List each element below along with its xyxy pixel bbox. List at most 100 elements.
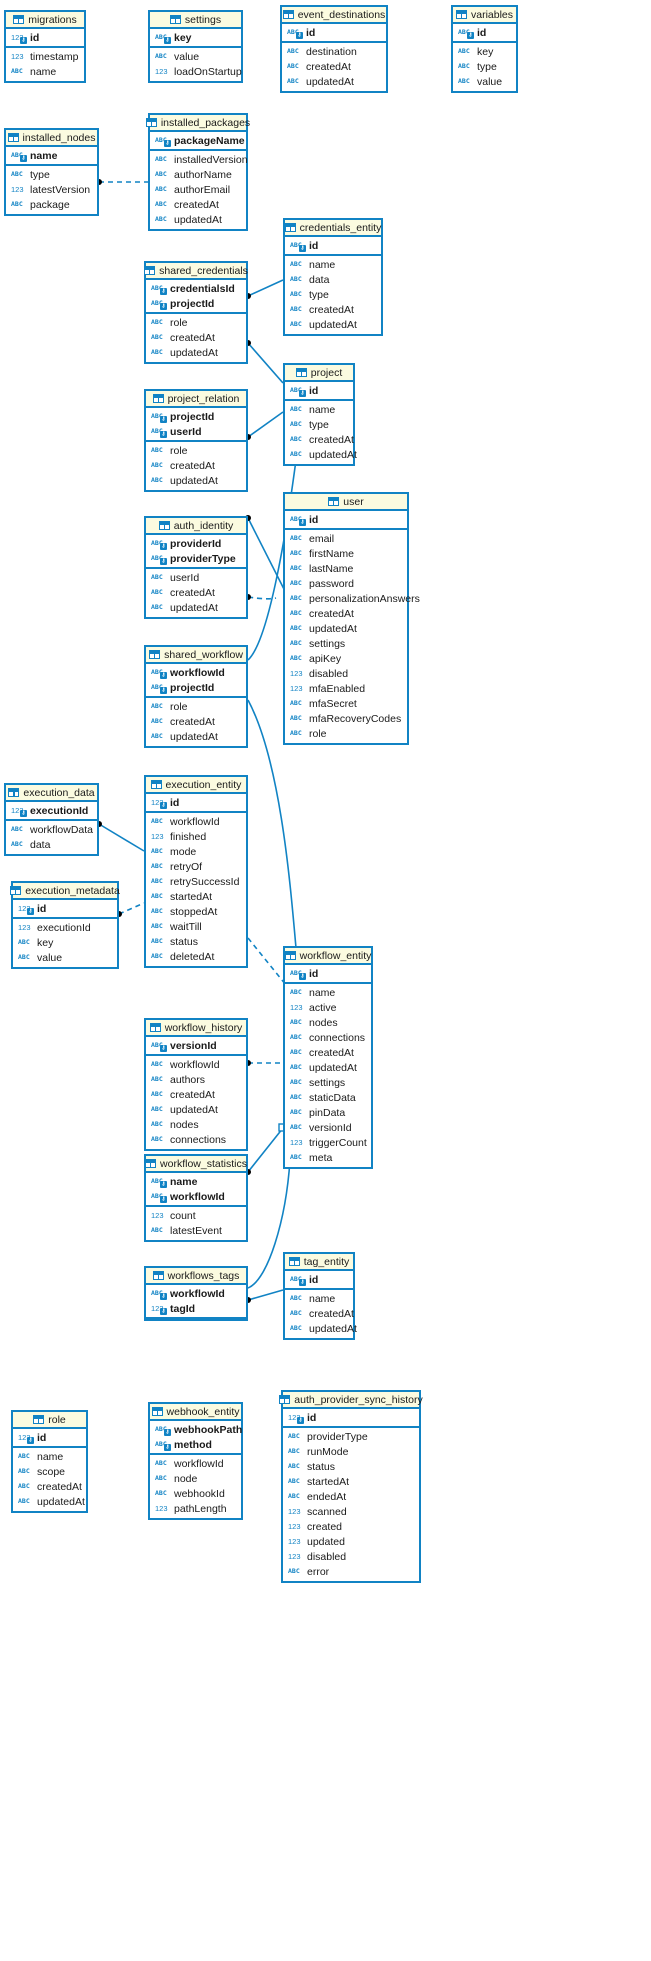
table-header[interactable]: user bbox=[285, 494, 407, 511]
table-primary-key-column[interactable]: ABC⚷id bbox=[285, 512, 407, 527]
table-header[interactable]: installed_packages bbox=[145, 115, 250, 132]
table-header[interactable]: workflow_entity bbox=[284, 948, 371, 965]
table-primary-key-column[interactable]: ABC⚷method bbox=[150, 1437, 241, 1452]
table-header[interactable]: execution_metadata bbox=[10, 883, 120, 900]
table-header[interactable]: installed_nodes bbox=[6, 130, 97, 147]
table-primary-key-column[interactable]: ABC⚷webhookPath bbox=[150, 1422, 242, 1437]
table-header[interactable]: project_relation bbox=[146, 391, 246, 408]
table-header[interactable]: workflow_statistics bbox=[145, 1156, 247, 1173]
table-header[interactable]: shared_credentials bbox=[144, 263, 248, 280]
table-primary-key-column[interactable]: ABC⚷id bbox=[285, 238, 381, 253]
table-primary-key-column[interactable]: ABC⚷id bbox=[453, 25, 516, 40]
table-header[interactable]: settings bbox=[150, 12, 241, 29]
table-primary-key-column[interactable]: ABC⚷id bbox=[282, 25, 386, 40]
table-primary-key-column[interactable]: ABC⚷projectId bbox=[146, 409, 246, 424]
table-primary-key-column[interactable]: ABC⚷id bbox=[285, 383, 353, 398]
table-primary-key-column[interactable]: 123⚷id bbox=[6, 30, 84, 45]
table-primary-key-column[interactable]: ABC⚷workflowId bbox=[146, 665, 246, 680]
table-primary-key-column[interactable]: ABC⚷providerType bbox=[146, 551, 246, 566]
table-primary-key-column[interactable]: 123⚷id bbox=[283, 1410, 419, 1425]
table-primary-key-column[interactable]: ABC⚷projectId bbox=[146, 680, 246, 695]
table-primary-key-column[interactable]: ABC⚷name bbox=[6, 148, 97, 163]
table-primary-key-column[interactable]: ABC⚷workflowId bbox=[146, 1286, 246, 1301]
table-primary-key-column[interactable]: ABC⚷versionId bbox=[146, 1038, 246, 1053]
table-header[interactable]: execution_data bbox=[6, 785, 97, 802]
table-primary-key-column[interactable]: 123⚷tagId bbox=[146, 1301, 246, 1316]
table-primary-key-column[interactable]: ABC⚷id bbox=[285, 1272, 353, 1287]
table-header[interactable]: webhook_entity bbox=[150, 1404, 241, 1421]
table-header[interactable]: tag_entity bbox=[285, 1254, 353, 1271]
table-header[interactable]: credentials_entity bbox=[284, 220, 381, 237]
table-primary-key-column[interactable]: ABC⚷id bbox=[285, 966, 371, 981]
